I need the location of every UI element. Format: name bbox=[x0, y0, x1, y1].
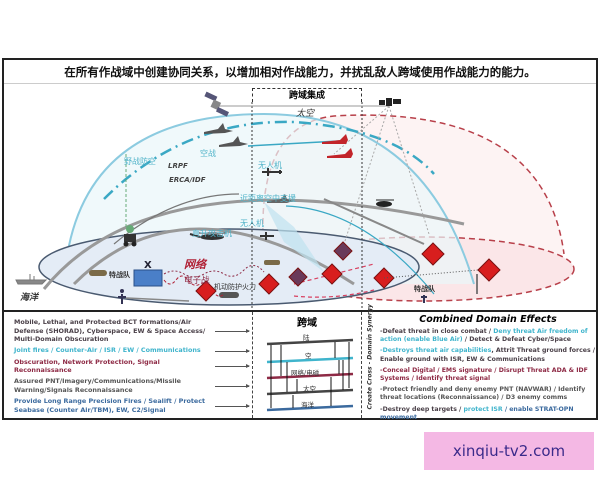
fighter-jet-icon bbox=[219, 136, 248, 147]
arrow-icon bbox=[215, 403, 250, 408]
effect-item: -Conceal Digital / EMS signature / Disru… bbox=[380, 366, 588, 383]
tank-icon bbox=[89, 270, 107, 276]
label-uav-2: 无人机 bbox=[240, 219, 264, 228]
cas-aircraft-icon bbox=[267, 194, 293, 203]
satellite-beam-1 bbox=[343, 105, 390, 245]
battlefield-scene: X 跨域集成 太空 空战 野战防空 LRPF ERCA/ bbox=[4, 84, 596, 310]
effect-item: -Defeat threat in close combat / Deny th… bbox=[380, 328, 588, 344]
combined-effects-title: Combined Domain Effects bbox=[419, 314, 557, 325]
threat-diamond-icon bbox=[321, 263, 343, 285]
layer-land: 陆 bbox=[303, 334, 310, 342]
capability-air: Joint fires / Counter-Air / ISR / EW / C… bbox=[14, 346, 250, 355]
domain-layers-graphic bbox=[266, 338, 354, 412]
domain-capabilities-list: Mobile, Lethal, and Protected BCT format… bbox=[14, 318, 250, 417]
label-electronic-warfare: 电子战 bbox=[184, 276, 210, 286]
capability-cyber-em: Obscuration, Network Protection, Signal … bbox=[14, 358, 250, 375]
label-ocean: 海洋 bbox=[20, 293, 39, 303]
tank-icon bbox=[264, 260, 280, 265]
layer-sea: 海洋 bbox=[301, 401, 314, 409]
arrow-icon bbox=[215, 383, 250, 388]
label-special-forces-enemy: 特战队 bbox=[414, 284, 435, 293]
arrow-icon bbox=[215, 348, 250, 353]
cross-domain-synergy: Create Cross - Domain Synergy bbox=[364, 304, 376, 416]
capability-land: Mobile, Lethal, and Protected BCT format… bbox=[14, 318, 250, 344]
lrpf-arc bbox=[42, 198, 465, 290]
special-forces-link bbox=[125, 297, 190, 302]
cross-domain-layers: 跨域 陆 bbox=[252, 312, 362, 418]
cross-domain-title: 跨域 bbox=[297, 318, 317, 329]
label-network: 网络 bbox=[184, 258, 206, 271]
threat-diamond-icon bbox=[195, 280, 217, 302]
soldier-head bbox=[120, 289, 124, 293]
layer-air: 空 bbox=[305, 352, 312, 360]
arrow-icon bbox=[215, 328, 250, 333]
enemy-link bbox=[383, 269, 479, 279]
label-space: 太空 bbox=[296, 109, 315, 119]
uav-icon bbox=[262, 168, 282, 176]
label-mobile-protected-firepower: 机动防护火力 bbox=[214, 283, 256, 291]
label-close-air-support: 近距离空中支援 bbox=[240, 194, 296, 203]
label-erca-idf: ERCA/IDF bbox=[169, 176, 206, 184]
threat-diamond-icon bbox=[333, 241, 353, 261]
watermark-badge: xinqiu-tv2.com bbox=[424, 432, 594, 470]
threat-diamond-icon bbox=[258, 273, 280, 295]
threat-diamond-icon bbox=[421, 242, 445, 266]
label-air-combat: 空战 bbox=[200, 149, 216, 158]
trajectory-line bbox=[113, 193, 240, 245]
scene-graphics: X bbox=[15, 91, 575, 310]
strike-arrow bbox=[323, 198, 425, 245]
radar-vehicle-icon bbox=[123, 225, 137, 247]
enemy-helicopter-icon bbox=[376, 199, 394, 207]
synergy-label: Create Cross - Domain Synergy bbox=[366, 304, 374, 410]
label-attack-helicopter: 直升攻击机 bbox=[192, 229, 232, 238]
soldier-icon bbox=[118, 294, 126, 304]
label-special-forces: 特战队 bbox=[109, 270, 130, 279]
ship-icon bbox=[15, 274, 48, 285]
enemy-jet-icon bbox=[322, 134, 348, 144]
label-lrpf: LRPF bbox=[168, 162, 188, 170]
satellite-icon bbox=[204, 91, 229, 117]
bottom-panel: Mobile, Lethal, and Protected BCT format… bbox=[4, 304, 596, 421]
threat-diamond-icon bbox=[477, 258, 501, 282]
friendly-air-arc bbox=[103, 120, 435, 200]
layer-space: 太空 bbox=[303, 385, 316, 393]
capability-sea: Provide Long Range Precision Fires / Sea… bbox=[14, 397, 250, 414]
arrow-icon bbox=[215, 364, 250, 369]
effect-item: -Protect friendly and deny enemy PNT (NA… bbox=[380, 386, 586, 402]
satellite-beam-3 bbox=[333, 105, 390, 155]
fighter-jet-icon bbox=[204, 123, 233, 134]
label-field-air-defense: 野战防空 bbox=[124, 157, 156, 166]
combined-effects: Combined Domain Effects -Defeat threat i… bbox=[380, 314, 596, 425]
helicopter-icon bbox=[189, 232, 226, 240]
network-squiggle bbox=[163, 265, 265, 278]
diagram-title: 在所有作战域中创建协同关系，以增加相对作战能力，并扰乱敌人跨域使用作战能力的能力… bbox=[4, 60, 596, 84]
uav-icon bbox=[260, 232, 274, 240]
enemy-satellite-icon bbox=[379, 98, 401, 106]
unit-symbol-x: X bbox=[144, 260, 152, 271]
command-post-icon bbox=[133, 269, 163, 287]
effect-item: -Destroys threat air capabilities, Attri… bbox=[380, 347, 596, 363]
tank-icon bbox=[219, 292, 239, 298]
layer-cyber-em: 网络/电磁 bbox=[291, 369, 320, 377]
diagram-frame: 在所有作战域中创建协同关系，以增加相对作战能力，并扰乱敌人跨域使用作战能力的能力… bbox=[2, 58, 598, 421]
label-uav: 无人机 bbox=[258, 161, 282, 170]
support-beam bbox=[264, 202, 324, 272]
soldier-icon bbox=[421, 295, 427, 303]
effect-item: -Destroy deep targets / protect ISR / en… bbox=[380, 405, 574, 421]
threat-diamond-icon bbox=[288, 267, 308, 287]
cross-domain-integration-header: 跨域集成 bbox=[252, 88, 362, 102]
capability-space: Assured PNT/Imagery/Communications/Missi… bbox=[14, 377, 250, 394]
enemy-jet-icon bbox=[327, 148, 353, 158]
